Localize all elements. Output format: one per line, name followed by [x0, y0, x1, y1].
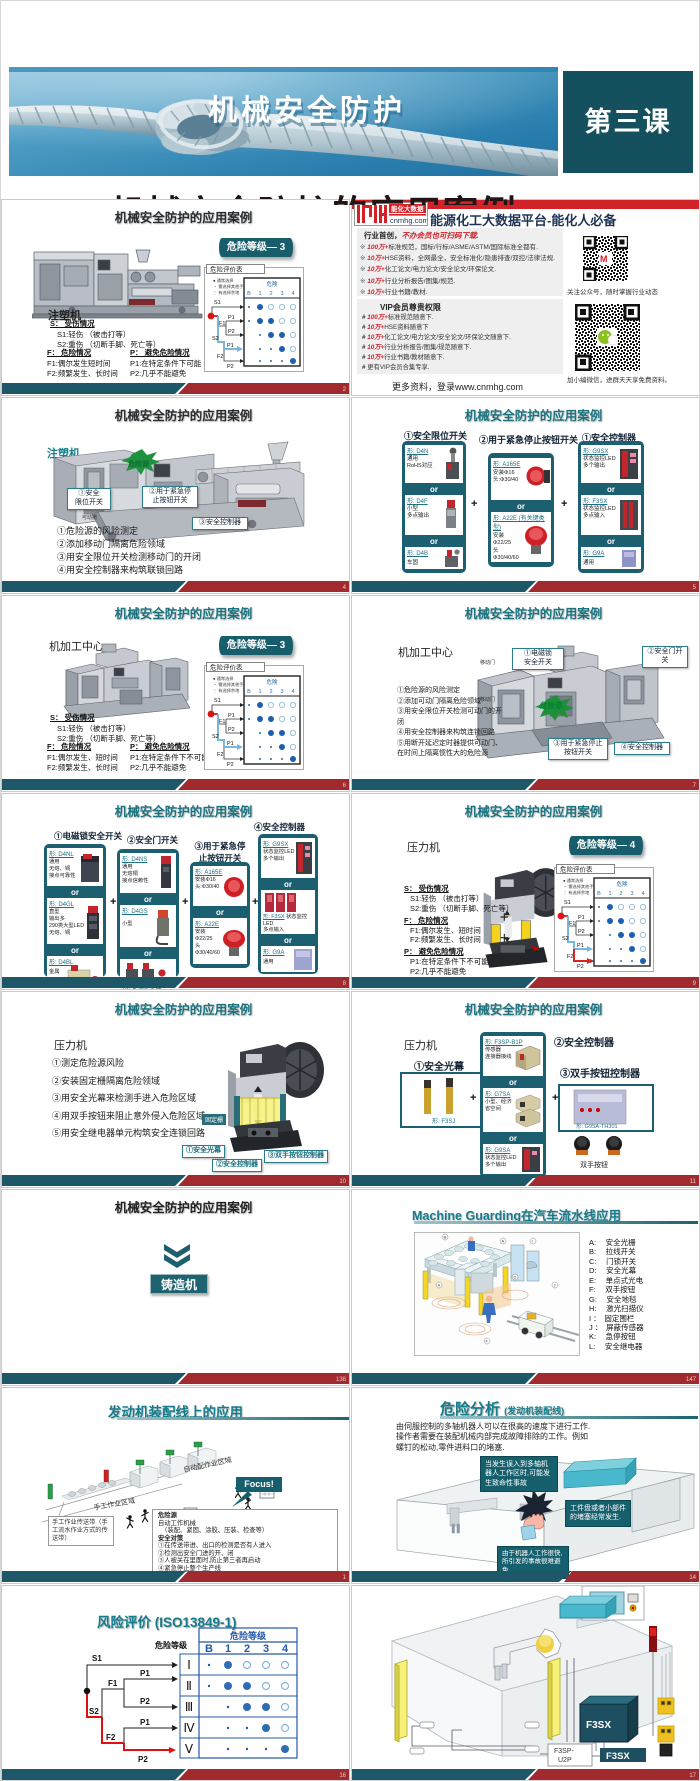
svg-text:A: A	[502, 1239, 505, 1244]
svg-text:F: F	[486, 1339, 489, 1344]
svg-text:2: 2	[244, 1643, 250, 1655]
svg-text:P2: P2	[138, 1755, 148, 1762]
svg-text:U2P: U2P	[558, 1757, 572, 1764]
svg-text:Ⅳ: Ⅳ	[183, 1721, 194, 1735]
svg-text:Ⅴ: Ⅴ	[185, 1742, 194, 1756]
svg-text:S2: S2	[89, 1707, 99, 1716]
svg-text:B: B	[205, 1643, 213, 1655]
svg-text:4: 4	[282, 1643, 289, 1655]
svg-text:1: 1	[225, 1643, 231, 1655]
svg-text:危险源: 危险源	[127, 459, 149, 468]
svg-text:Ⅲ: Ⅲ	[185, 1700, 193, 1714]
svg-text:危险等级: 危险等级	[154, 1640, 188, 1650]
svg-text:危险源: 危险源	[540, 700, 563, 710]
svg-text:形: G9SA-TH301: 形: G9SA-TH301	[576, 1122, 618, 1130]
svg-text:Ⅰ: Ⅰ	[187, 1658, 191, 1672]
svg-text:F3SP-: F3SP-	[554, 1748, 575, 1755]
svg-text:手工作业区域: 手工作业区域	[93, 1496, 136, 1512]
svg-text:P1: P1	[140, 1718, 150, 1727]
svg-text:能化大数据: 能化大数据	[391, 204, 424, 213]
svg-text:cnmhg.com: cnmhg.com	[390, 216, 427, 225]
svg-text:机械安全防护: 机械安全防护	[208, 93, 406, 127]
svg-text:3: 3	[263, 1643, 269, 1655]
svg-text:D: D	[514, 1275, 517, 1280]
svg-text:S1: S1	[92, 1654, 102, 1663]
svg-text:B: B	[444, 1235, 447, 1240]
svg-text:危险等级: 危险等级	[229, 1630, 267, 1641]
svg-text:机械安全防护: 机械安全防护	[210, 97, 408, 131]
svg-text:P2: P2	[140, 1697, 150, 1706]
svg-text:F2: F2	[106, 1733, 116, 1742]
svg-text:F1: F1	[108, 1679, 118, 1688]
svg-text:A: A	[438, 1283, 441, 1288]
svg-text:I: I	[532, 1239, 533, 1244]
svg-text:J: J	[554, 1283, 556, 1288]
svg-text:F3SX: F3SX	[586, 1720, 611, 1731]
svg-text:Ⅱ: Ⅱ	[186, 1679, 192, 1693]
svg-text:形: F3SJ: 形: F3SJ	[432, 1117, 455, 1125]
svg-text:F3SX: F3SX	[606, 1751, 630, 1762]
svg-text:P1: P1	[140, 1669, 150, 1678]
svg-text:M: M	[600, 254, 608, 264]
